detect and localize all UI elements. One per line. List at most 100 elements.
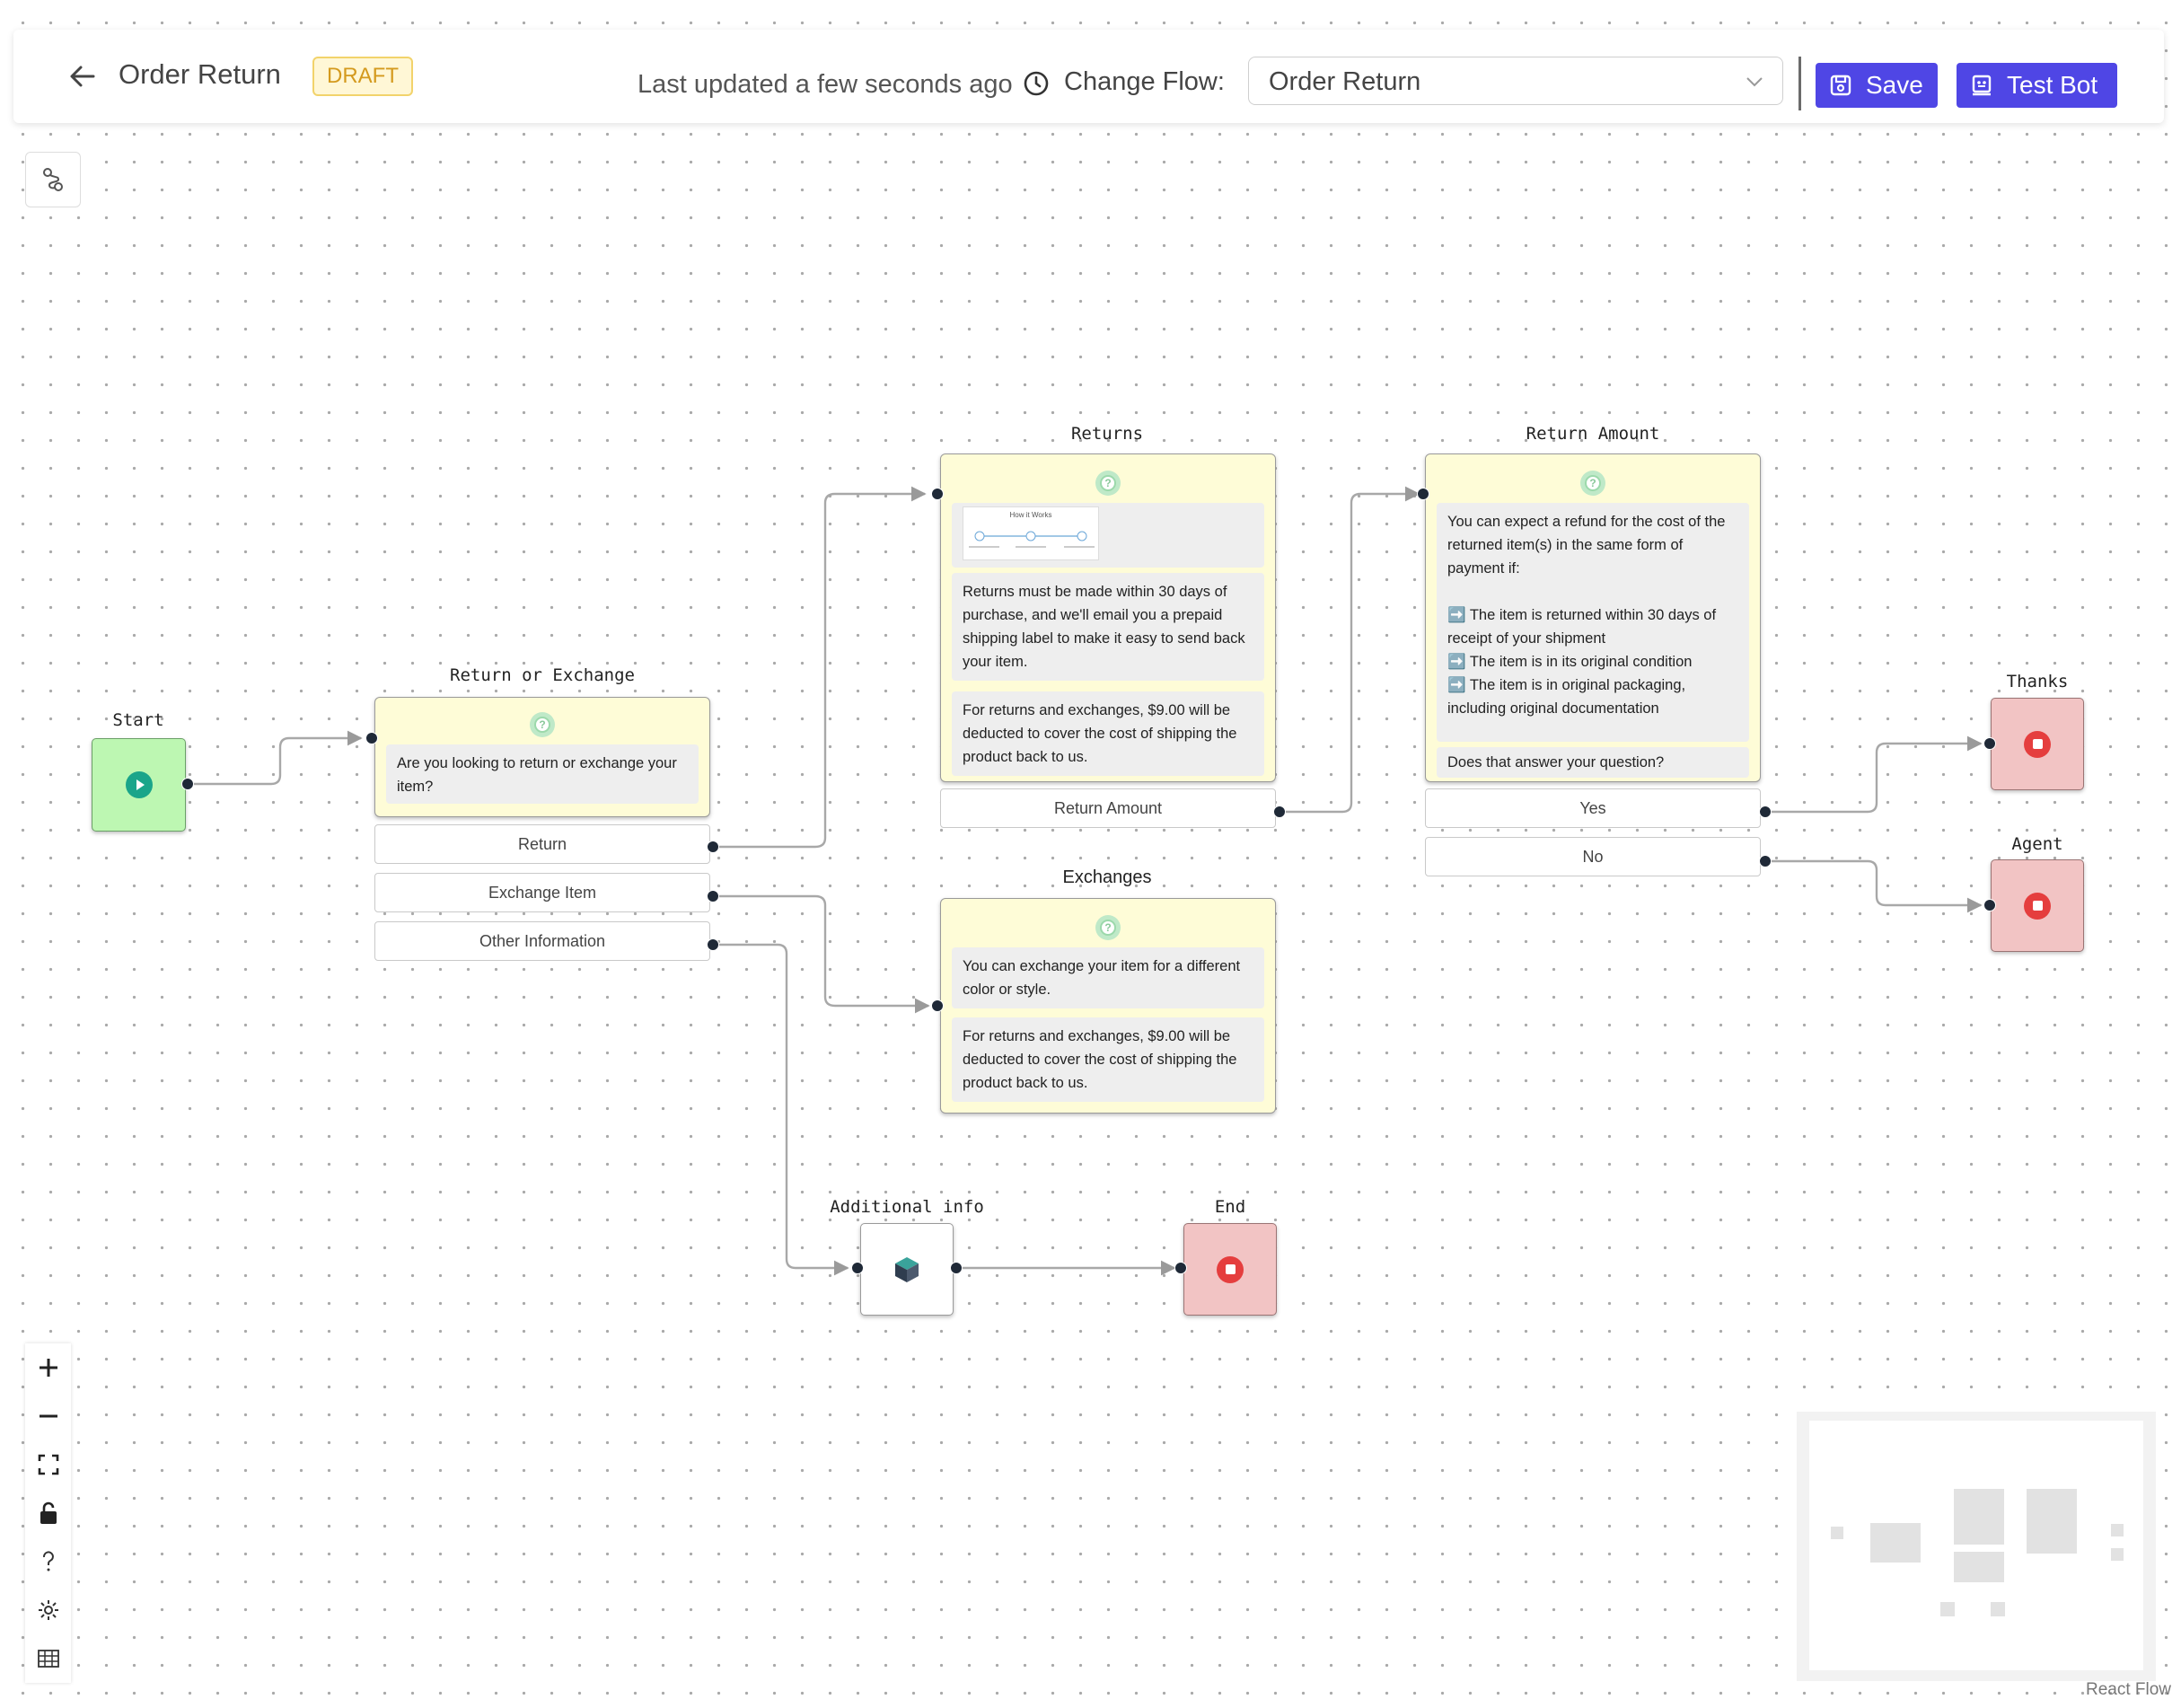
flow-title: Order Return: [119, 58, 281, 90]
node-label-end: End: [1214, 1197, 1246, 1217]
stop-icon: [2024, 892, 2051, 920]
return-amount-node[interactable]: ? You can expect a refund for the cost o…: [1425, 453, 1761, 782]
node-label-start: Start: [112, 710, 164, 730]
node-handle[interactable]: [1417, 488, 1429, 500]
thanks-node[interactable]: [1991, 698, 2084, 790]
route-icon: [43, 168, 63, 191]
exchanges-node[interactable]: ? You can exchange your item for a diffe…: [940, 898, 1276, 1114]
status-badge: DRAFT: [312, 57, 413, 96]
option-yes[interactable]: Yes: [1425, 788, 1761, 828]
option-other-information[interactable]: Other Information: [374, 921, 710, 961]
test-bot-label: Test Bot: [2007, 71, 2098, 99]
returns-node[interactable]: ? How it Works Returns must be made with…: [940, 453, 1276, 782]
option-return-amount[interactable]: Return Amount: [940, 788, 1276, 828]
minimap-viewport: [1809, 1421, 2143, 1670]
node-handle[interactable]: [1983, 737, 1996, 750]
node-handle[interactable]: [181, 778, 194, 790]
question-icon: ?: [1095, 915, 1121, 940]
minimap[interactable]: [1797, 1412, 2156, 1681]
divider: [1798, 57, 1801, 110]
return-or-exchange-node[interactable]: ? Are you looking to return or exchange …: [374, 697, 710, 817]
agent-node[interactable]: [1991, 859, 2084, 952]
image-bubble: How it Works: [952, 503, 1264, 568]
canvas-controls: [25, 1343, 71, 1683]
zoom-in-icon[interactable]: [25, 1343, 71, 1392]
back-arrow-icon[interactable]: [63, 57, 102, 96]
node-label-thanks: Thanks: [2006, 672, 2069, 691]
test-bot-button[interactable]: Test Bot: [1957, 63, 2117, 108]
fit-view-icon[interactable]: [25, 1440, 71, 1489]
minimap-node: [1954, 1489, 2004, 1545]
node-label-return-or-exchange: Return or Exchange: [450, 665, 635, 685]
play-icon: [125, 771, 153, 798]
refund-intro: You can expect a refund for the cost of …: [1447, 514, 1726, 577]
how-it-works-image: How it Works: [963, 506, 1099, 560]
node-handle[interactable]: [1983, 899, 1996, 911]
option-exchange-item[interactable]: Exchange Item: [374, 873, 710, 912]
message-bubble: You can exchange your item for a differe…: [952, 947, 1264, 1008]
react-flow-attribution[interactable]: React Flow: [2086, 1680, 2172, 1699]
question-icon: ?: [1095, 471, 1121, 496]
grid-icon[interactable]: [25, 1634, 71, 1683]
end-node[interactable]: [1183, 1223, 1277, 1316]
gear-icon[interactable]: [25, 1586, 71, 1634]
node-handle[interactable]: [1759, 806, 1772, 818]
edge-exchange-to-exchanges: [714, 894, 930, 1014]
zoom-out-icon[interactable]: [25, 1392, 71, 1440]
node-handle[interactable]: [1174, 1262, 1187, 1274]
lock-icon[interactable]: [25, 1489, 71, 1537]
minimap-node: [2111, 1524, 2124, 1536]
chevron-down-icon: [1743, 70, 1766, 93]
node-label-agent: Agent: [2011, 834, 2063, 854]
additional-info-node[interactable]: [860, 1223, 954, 1316]
minimap-node: [2111, 1548, 2124, 1561]
minimap-node: [1991, 1602, 2005, 1616]
node-handle[interactable]: [365, 732, 378, 744]
start-node[interactable]: [92, 738, 186, 832]
flow-select-value: Order Return: [1269, 67, 1421, 96]
node-handle[interactable]: [707, 938, 719, 951]
node-handle[interactable]: [851, 1262, 864, 1274]
last-updated-text: Last updated a few seconds ago: [638, 70, 1013, 99]
node-handle[interactable]: [707, 841, 719, 853]
stop-icon: [2024, 730, 2051, 758]
node-handle[interactable]: [931, 999, 944, 1012]
top-bar: Order Return DRAFT Last updated a few se…: [13, 30, 2164, 123]
node-handle[interactable]: [931, 488, 944, 500]
minimap-node: [2027, 1489, 2077, 1554]
edge-return-amount: [1280, 486, 1420, 814]
message-bubble: For returns and exchanges, $9.00 will be…: [952, 691, 1264, 776]
node-label-exchanges: Exchanges: [1062, 867, 1152, 887]
option-no[interactable]: No: [1425, 837, 1761, 876]
layout-tool-button[interactable]: [25, 152, 81, 207]
save-button[interactable]: Save: [1816, 63, 1938, 108]
clock-icon: [1022, 69, 1051, 98]
node-label-additional-info: Additional info: [830, 1197, 984, 1217]
question-bubble: Does that answer your question?: [1437, 747, 1749, 778]
option-return[interactable]: Return: [374, 824, 710, 864]
change-flow-label: Change Flow:: [1064, 67, 1225, 96]
node-label-returns: Returns: [1070, 424, 1144, 444]
node-handle[interactable]: [707, 890, 719, 902]
refund-condition: ➡️ The item is in its original condition: [1447, 654, 1693, 670]
minimap-node: [1940, 1602, 1955, 1616]
question-icon: ?: [1580, 471, 1605, 496]
minimap-node: [1831, 1527, 1843, 1539]
edge-return-to-returns: [714, 486, 927, 849]
edge-yes-to-thanks: [1766, 735, 1983, 814]
message-bubble: Are you looking to return or exchange yo…: [386, 744, 699, 804]
stop-icon: [1217, 1255, 1244, 1283]
message-bubble: For returns and exchanges, $9.00 will be…: [952, 1017, 1264, 1102]
save-label: Save: [1866, 71, 1923, 99]
node-handle[interactable]: [950, 1262, 963, 1274]
help-icon[interactable]: [25, 1537, 71, 1586]
minimap-node: [1870, 1523, 1921, 1563]
refund-condition: ➡️ The item is in original packaging, in…: [1447, 677, 1686, 717]
node-handle[interactable]: [1759, 855, 1772, 867]
node-label-return-amount: Return Amount: [1526, 424, 1660, 444]
refund-condition: ➡️ The item is returned within 30 days o…: [1447, 607, 1717, 647]
node-handle[interactable]: [1273, 806, 1286, 818]
minimap-node: [1954, 1552, 2004, 1582]
flow-select[interactable]: Order Return: [1248, 57, 1783, 105]
